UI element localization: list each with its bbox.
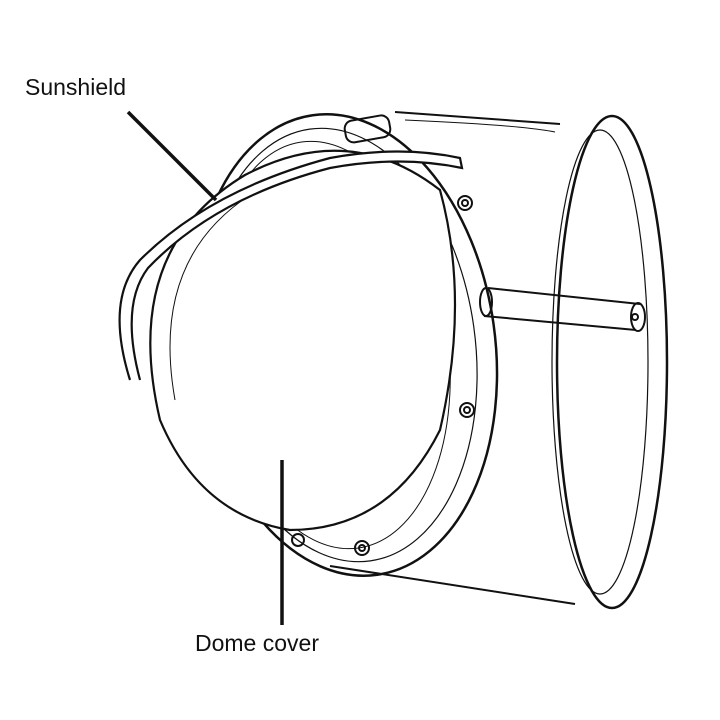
- screws: [291, 114, 475, 556]
- dome-cover: [149, 149, 457, 532]
- rod: [479, 287, 646, 332]
- sunshield-leader-line: [126, 110, 218, 202]
- dome-cover-label: Dome cover: [195, 630, 319, 656]
- sunshield-label: Sunshield: [25, 74, 127, 100]
- back-housing: [329, 111, 669, 610]
- sunshield: [118, 150, 464, 381]
